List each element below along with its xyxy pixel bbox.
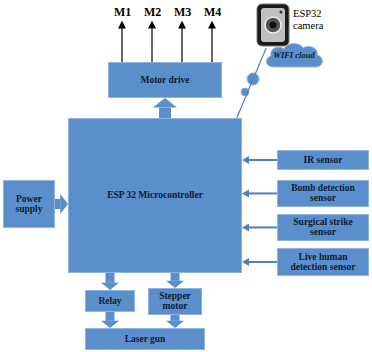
motor-label: M2 — [144, 6, 161, 18]
motor-label: M3 — [174, 6, 191, 18]
process-box: Stepper motor — [148, 288, 202, 315]
cloud-shape: WIFI cloud — [262, 40, 326, 72]
node-text: Motor drive — [140, 75, 189, 85]
sensor-box: Surgical strike sensor — [277, 214, 369, 241]
node-text: Surgical strike sensor — [281, 217, 365, 238]
block-arrow — [101, 273, 119, 290]
sensor-box: IR sensor — [277, 150, 369, 170]
connector-line — [237, 48, 266, 118]
motor-label: M1 — [114, 6, 131, 18]
sensor-box: Live human detection sensor — [277, 248, 369, 276]
block-arrow — [166, 273, 184, 288]
connector-line — [242, 156, 277, 164]
node-text: Stepper motor — [152, 291, 198, 312]
sensor-box: Bomb detection sensor — [277, 180, 369, 207]
block-arrow — [153, 98, 177, 118]
output-box: Laser gun — [85, 328, 205, 350]
node-text: WIFI cloud — [273, 51, 314, 60]
process-box: Relay — [85, 290, 135, 312]
motor-label: M4 — [204, 6, 221, 18]
connector-line — [242, 223, 277, 231]
node-text: Laser gun — [125, 334, 166, 344]
connector-line — [242, 189, 277, 197]
node-text: Power supply — [7, 194, 51, 215]
controller-box: ESP 32 Microcontroller — [68, 118, 242, 273]
node-text: Live human detection sensor — [281, 252, 365, 273]
camera-node: ESP32 camera — [255, 2, 367, 48]
node-text: Relay — [98, 296, 121, 306]
block-arrow — [166, 315, 184, 328]
node-text: Bomb detection sensor — [281, 183, 365, 204]
motor-output-arrows — [119, 22, 215, 62]
block-arrow — [101, 312, 119, 328]
node-text: IR sensor — [304, 155, 343, 165]
process-box: Motor drive — [108, 62, 222, 98]
camera-icon — [255, 2, 291, 48]
connector-line — [242, 258, 277, 266]
thought-bubbles — [241, 73, 259, 96]
node-text: ESP 32 Microcontroller — [107, 190, 203, 200]
power-box: Power supply — [3, 180, 55, 228]
block-arrow — [55, 194, 68, 214]
node-text: ESP32 camera — [293, 8, 353, 31]
